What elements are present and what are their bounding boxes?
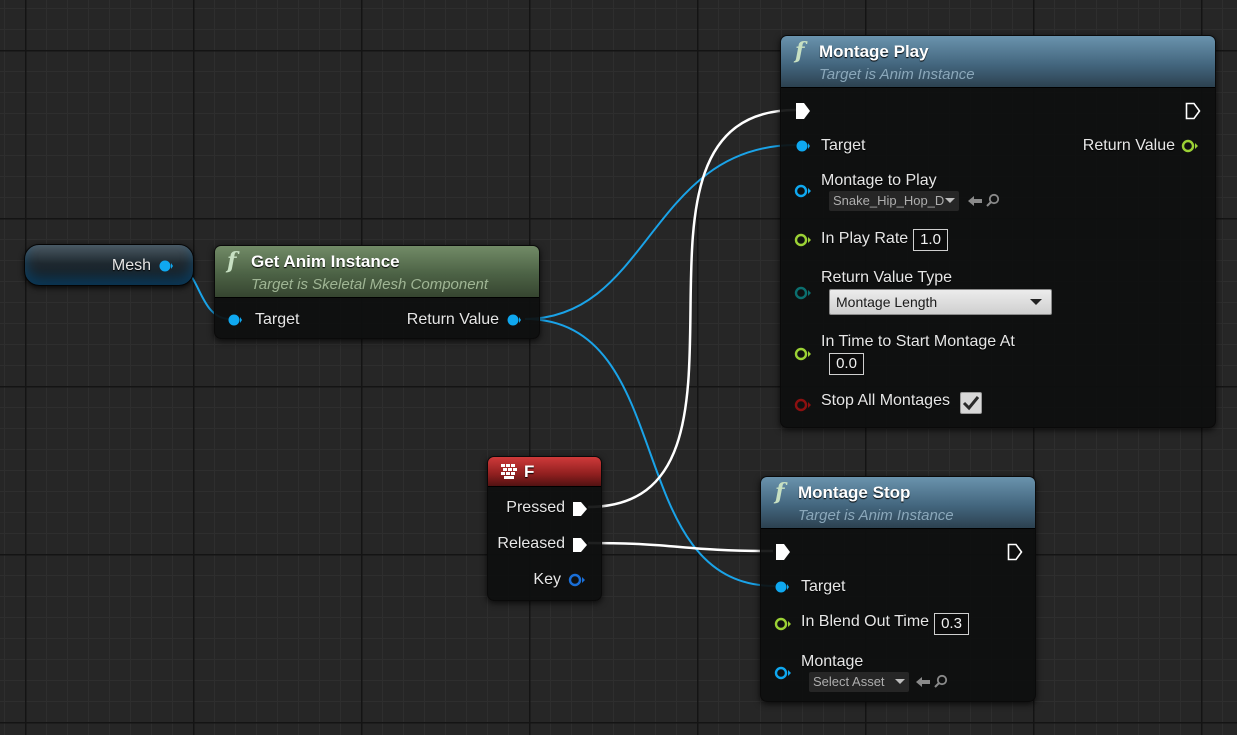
- get-anim-instance-node[interactable]: f Get Anim Instance Target is Skeletal M…: [214, 245, 540, 339]
- montage-asset-picker[interactable]: Select Asset: [809, 672, 909, 692]
- montage-play-return-pin[interactable]: [1181, 139, 1199, 153]
- dropdown-arrow-icon: [1030, 299, 1042, 305]
- montage-play-exec-out-pin[interactable]: [1185, 102, 1201, 120]
- montage-play-title: Montage Play: [819, 42, 929, 61]
- return-value-type-value: Montage Length: [836, 294, 938, 310]
- montage-to-play-pin[interactable]: [794, 184, 812, 198]
- mesh-label: Mesh: [111, 257, 151, 274]
- montage-play-return-label: Return Value: [1082, 137, 1175, 154]
- combo-arrow-icon: [895, 679, 905, 684]
- blend-out-time-pin[interactable]: [774, 617, 792, 631]
- released-label: Released: [497, 535, 565, 552]
- wire-anim-to-play-target: [524, 144, 797, 320]
- montage-to-play-asset-picker[interactable]: Snake_Hip_Hop_D: [829, 191, 959, 211]
- play-rate-input[interactable]: 1.0: [913, 229, 948, 251]
- keyboard-icon: [501, 464, 517, 479]
- montage-play-target-pin[interactable]: [796, 139, 810, 153]
- montage-stop-subtitle: Target is Anim Instance: [798, 507, 954, 524]
- get-anim-instance-title: Get Anim Instance: [251, 252, 400, 271]
- montage-play-target-label: Target: [821, 137, 866, 154]
- combo-arrow-icon: [945, 198, 955, 203]
- pressed-label: Pressed: [506, 499, 565, 516]
- play-rate-label: In Play Rate: [821, 230, 909, 247]
- montage-stop-header[interactable]: f Montage Stop Target is Anim Instance: [761, 477, 1035, 529]
- stop-all-montages-checkbox[interactable]: [960, 392, 982, 414]
- get-anim-return-pin[interactable]: [507, 313, 521, 327]
- blend-out-time-label: In Blend Out Time: [801, 613, 930, 630]
- montage-to-play-value: Snake_Hip_Hop_D: [833, 193, 945, 208]
- montage-to-play-label: Montage to Play: [821, 172, 937, 189]
- get-anim-return-label: Return Value: [406, 311, 499, 328]
- wire-pressed-to-play-exec: [587, 108, 797, 509]
- wire-released-to-stop-exec: [587, 541, 774, 553]
- stop-all-montages-label: Stop All Montages: [821, 392, 950, 409]
- return-value-type-pin[interactable]: [794, 286, 812, 300]
- key-label: Key: [533, 571, 561, 588]
- montage-pin[interactable]: [774, 666, 792, 680]
- return-value-type-label: Return Value Type: [821, 269, 953, 286]
- start-time-pin[interactable]: [794, 347, 812, 361]
- released-exec-pin[interactable]: [572, 537, 588, 553]
- use-selected-arrow-icon[interactable]: [967, 194, 983, 208]
- get-anim-instance-subtitle: Target is Skeletal Mesh Component: [251, 276, 489, 293]
- start-time-input[interactable]: 0.0: [829, 353, 864, 375]
- get-anim-target-pin[interactable]: [228, 313, 242, 327]
- key-f-title: F: [524, 462, 535, 481]
- use-selected-arrow-icon[interactable]: [915, 675, 931, 689]
- browse-search-icon[interactable]: [985, 193, 1001, 207]
- play-rate-pin[interactable]: [794, 233, 812, 247]
- montage-play-node[interactable]: f Montage Play Target is Anim Instance T…: [780, 35, 1216, 428]
- montage-stop-node[interactable]: f Montage Stop Target is Anim Instance T…: [760, 476, 1036, 702]
- montage-play-exec-in-pin[interactable]: [795, 102, 811, 120]
- start-time-label: In Time to Start Montage At: [821, 333, 1015, 350]
- get-anim-target-label: Target: [255, 311, 300, 328]
- key-f-header[interactable]: F: [488, 457, 601, 487]
- blend-out-time-input[interactable]: 0.3: [934, 613, 969, 635]
- mesh-output-pin[interactable]: [159, 259, 173, 273]
- montage-stop-target-pin[interactable]: [775, 580, 789, 594]
- montage-stop-exec-in-pin[interactable]: [775, 543, 791, 561]
- function-icon: f: [795, 38, 805, 64]
- function-icon: f: [227, 248, 237, 274]
- montage-stop-target-label: Target: [801, 578, 846, 595]
- key-struct-pin[interactable]: [568, 573, 586, 587]
- checkmark-icon: [962, 396, 980, 411]
- montage-label: Montage: [801, 653, 864, 670]
- pressed-exec-pin[interactable]: [572, 501, 588, 517]
- key-f-event-node[interactable]: F Pressed Released Key: [487, 456, 602, 601]
- return-value-type-dropdown[interactable]: Montage Length: [829, 289, 1052, 315]
- montage-stop-exec-out-pin[interactable]: [1007, 543, 1023, 561]
- browse-search-icon[interactable]: [933, 674, 949, 688]
- function-icon: f: [775, 479, 785, 505]
- montage-play-subtitle: Target is Anim Instance: [819, 66, 975, 83]
- stop-all-montages-pin[interactable]: [794, 398, 812, 412]
- montage-play-header[interactable]: f Montage Play Target is Anim Instance: [781, 36, 1215, 88]
- montage-value: Select Asset: [813, 674, 885, 689]
- montage-stop-title: Montage Stop: [798, 483, 911, 502]
- mesh-variable-node[interactable]: Mesh: [24, 244, 194, 286]
- get-anim-instance-header[interactable]: f Get Anim Instance Target is Skeletal M…: [215, 246, 539, 298]
